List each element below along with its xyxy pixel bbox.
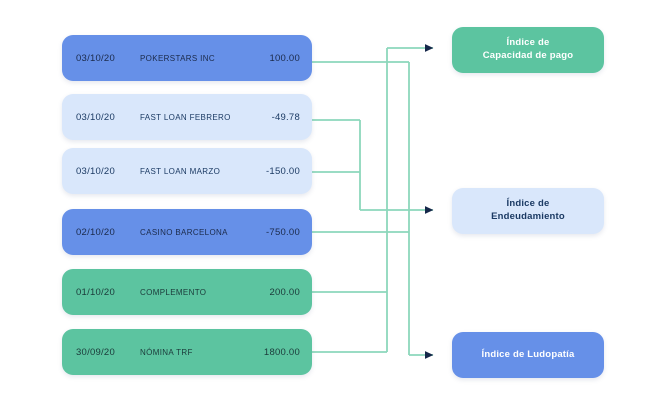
- transaction-row[interactable]: 01/10/20 COMPLEMENTO 200.00: [62, 269, 312, 315]
- transaction-amount: -49.78: [271, 111, 300, 123]
- index-card-text: Índice de Capacidad de pago: [483, 37, 574, 63]
- index-card-text: Índice de Endeudamiento: [491, 198, 565, 224]
- transaction-date: 03/10/20: [76, 111, 115, 123]
- transaction-date: 01/10/20: [76, 286, 115, 298]
- transaction-amount: 100.00: [269, 52, 300, 64]
- index-card-line-2: Endeudamiento: [491, 211, 565, 222]
- index-card-line-1: Índice de Ludopatía: [481, 348, 575, 360]
- index-card-ludopatia[interactable]: Índice de Ludopatía: [452, 332, 604, 378]
- index-card-line-1: Índice de: [506, 37, 550, 49]
- transaction-row[interactable]: 03/10/20 POKERSTARS INC 100.00: [62, 35, 312, 81]
- transaction-description: POKERSTARS INC: [140, 53, 215, 63]
- transaction-description: FAST LOAN FEBRERO: [140, 112, 231, 122]
- index-card-capacidad-de-pago[interactable]: Índice de Capacidad de pago: [452, 27, 604, 73]
- transaction-amount: 200.00: [269, 286, 300, 298]
- transaction-date: 02/10/20: [76, 226, 115, 238]
- transaction-date: 30/09/20: [76, 346, 115, 358]
- index-card-line-1: Índice de: [506, 198, 550, 210]
- transaction-description: CASINO BARCELONA: [140, 227, 228, 237]
- index-card-endeudamiento[interactable]: Índice de Endeudamiento: [452, 188, 604, 234]
- transaction-date: 03/10/20: [76, 52, 115, 64]
- transaction-row[interactable]: 02/10/20 CASINO BARCELONA -750.00: [62, 209, 312, 255]
- index-card-line-2: Capacidad de pago: [482, 50, 574, 61]
- transaction-amount: -750.00: [266, 226, 300, 238]
- transaction-amount: 1800.00: [263, 346, 300, 358]
- transaction-description: NÓMINA TRF: [140, 347, 193, 357]
- transaction-description: COMPLEMENTO: [140, 287, 207, 297]
- transaction-description: FAST LOAN MARZO: [140, 166, 221, 176]
- transaction-row[interactable]: 03/10/20 FAST LOAN MARZO -150.00: [62, 148, 312, 194]
- index-card-text: Índice de Ludopatía: [481, 349, 574, 362]
- transaction-amount: -150.00: [266, 165, 300, 177]
- transaction-date: 03/10/20: [76, 165, 115, 177]
- transaction-row[interactable]: 30/09/20 NÓMINA TRF 1800.00: [62, 329, 312, 375]
- transaction-row[interactable]: 03/10/20 FAST LOAN FEBRERO -49.78: [62, 94, 312, 140]
